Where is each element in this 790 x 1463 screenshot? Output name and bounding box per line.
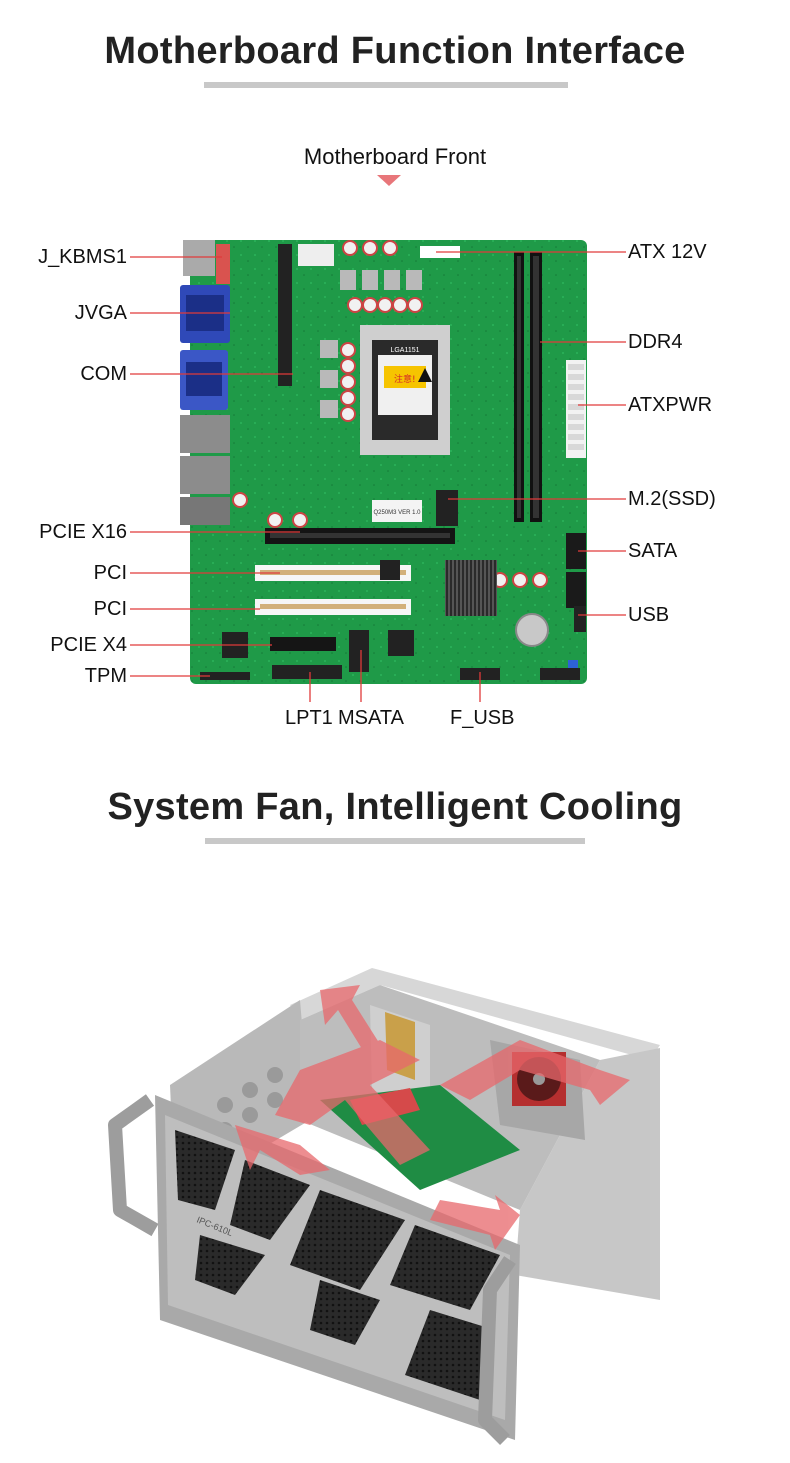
- label-atxpwr: ATXPWR: [628, 394, 713, 416]
- sata-port-1: [566, 533, 586, 569]
- usb-header: [574, 606, 586, 632]
- label-ddr4: DDR4: [628, 331, 683, 353]
- lpt1-header: [272, 665, 342, 679]
- warning-icon: [418, 368, 432, 382]
- title-underline: [204, 82, 568, 88]
- airflow-arrow-5-icon: [430, 1195, 520, 1250]
- chipset-heatsink: [445, 560, 497, 616]
- down-triangle-icon: [377, 175, 401, 186]
- right-handle: [478, 1256, 516, 1445]
- label-pci-2: PCI: [93, 598, 127, 620]
- usb-port-stack-2: [180, 456, 230, 494]
- label-com: COM: [80, 363, 127, 385]
- label-m2-ssd: M.2(SSD): [628, 488, 716, 510]
- chassis-front-panel: [155, 1095, 520, 1440]
- kbms-port: [183, 240, 215, 276]
- atx12v-connector: [298, 244, 334, 266]
- airflow-arrow-3-icon: [235, 1125, 330, 1175]
- chassis-badge: IPC-610L: [195, 1215, 234, 1239]
- label-msata: MSATA: [338, 707, 404, 729]
- label-sata: SATA: [628, 540, 678, 562]
- label-atx-12v: ATX 12V: [628, 241, 707, 263]
- section-title-cooling: System Fan, Intelligent Cooling: [107, 786, 683, 828]
- warning-text: 注意!: [394, 373, 416, 385]
- sata-port-2: [566, 572, 586, 608]
- cpu-inside: [212, 1150, 254, 1178]
- label-pcie-x16: PCIE X16: [39, 521, 127, 543]
- title-underline-2: [205, 838, 585, 844]
- label-pcie-x4: PCIE X4: [50, 634, 127, 656]
- label-pci-1: PCI: [93, 562, 127, 584]
- section-title-motherboard: Motherboard Function Interface: [104, 30, 686, 72]
- left-handle: [108, 1094, 159, 1237]
- pcie-x4-slot: [270, 637, 336, 651]
- subtitle-motherboard-front: Motherboard Front: [303, 144, 487, 169]
- m2-slot: [436, 490, 458, 526]
- usb-port-stack-1: [180, 415, 230, 453]
- label-usb: USB: [628, 604, 670, 626]
- label-lpt1: LPT1: [285, 707, 333, 729]
- label-tpm: TPM: [84, 665, 127, 687]
- label-j-kbms1: J_KBMS1: [38, 246, 127, 268]
- tpm-header: [200, 672, 250, 680]
- label-f-usb: F_USB: [450, 707, 515, 729]
- airflow-arrow-2-icon: [275, 1040, 430, 1165]
- msata-slot: [349, 630, 369, 672]
- label-jvga: JVGA: [74, 302, 127, 324]
- model-text: Q250M3 VER 1.0: [373, 510, 421, 516]
- socket-label: LGA1151: [390, 347, 419, 354]
- cmos-battery: [515, 613, 549, 647]
- airflow-arrow-4-icon: [440, 1040, 630, 1105]
- motherboard-image: LGA1151 注意! Q250M3 VER 1.0: [130, 240, 626, 702]
- psu-fan: [512, 1052, 566, 1106]
- airflow-arrow-1-icon: [320, 985, 390, 1070]
